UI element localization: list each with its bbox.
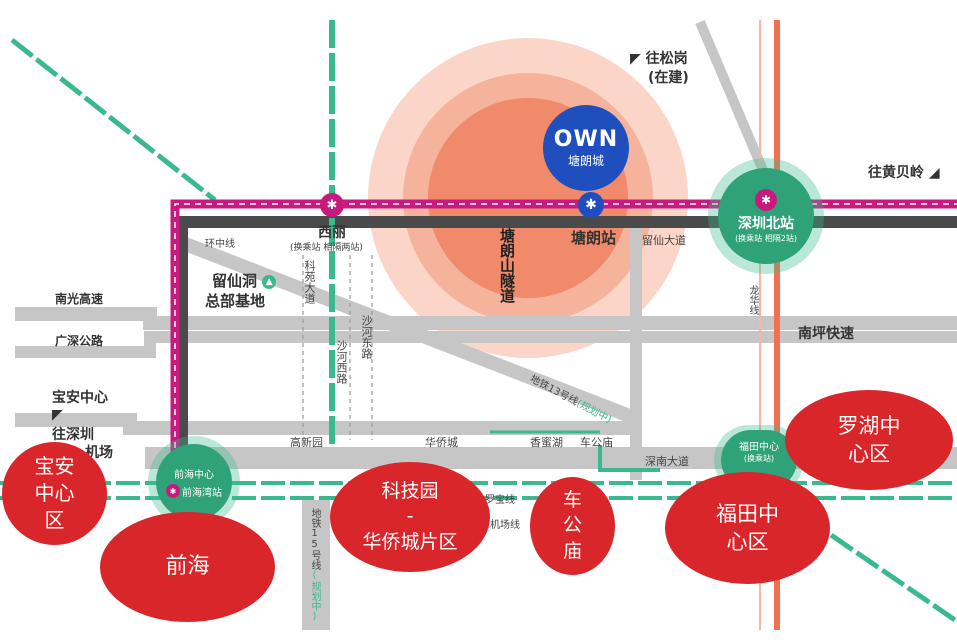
xili-metro-icon[interactable]: ✱ <box>320 193 344 217</box>
shahe-west-label: 沙河西路 <box>335 340 348 384</box>
district-qianhai[interactable]: 前海 <box>100 512 275 622</box>
district-futian[interactable]: 福田中心区 <box>665 472 830 584</box>
liuxiandong-label-2: 总部基地 <box>205 292 266 310</box>
district-baoan-line2: 中心 <box>34 481 75 505</box>
metro-logo-icon: ✱ <box>755 188 777 211</box>
liuxiandong-label: 留仙洞 ▲ <box>212 270 277 291</box>
district-qianhai-line1: 前海 <box>165 554 210 580</box>
project-logo[interactable]: OWN 塘朗城 <box>543 105 629 191</box>
huangbeiling-label: 往黄贝岭 <box>868 165 924 181</box>
xili-note: (换乘站 相隔两站) <box>290 243 363 253</box>
district-chegong[interactable]: 车公庙 <box>530 477 615 575</box>
guangshen-label: 广深公路 <box>55 334 104 348</box>
baoan-road <box>15 413 640 435</box>
shenzhen-north-label: 深圳北站 <box>738 215 794 232</box>
district-chegong-line3: 庙 <box>562 539 582 562</box>
shahe-east-label: 沙河东路 <box>360 315 373 359</box>
shenzhen-north-hub[interactable]: ✱ 深圳北站 (换乘站 相隔2站) <box>708 158 824 274</box>
district-baoan-line1: 宝安 <box>34 454 75 478</box>
district-futian-line1: 福田中 <box>716 501 779 526</box>
qianhai-hub[interactable]: 前海中心 ✱ 前海湾站 <box>148 436 240 528</box>
shenzhen-avenue-label: 深南大道 <box>645 455 689 468</box>
qianhai-center-label: 前海中心 <box>174 469 214 481</box>
songgang-direction: ◤ 往松岗 <box>630 48 688 68</box>
metro15-note: (规划中) <box>309 570 320 622</box>
metro-logo-icon: ✱ <box>166 484 180 498</box>
project-logo-text: OWN <box>553 127 619 152</box>
district-futian-line2: 心区 <box>726 530 769 554</box>
futian-center-label: 福田中心 <box>739 442 779 453</box>
nanguang-label: 南光高速 <box>55 292 104 306</box>
district-chegong-line1: 车 <box>562 488 582 511</box>
building-icon: ▲ <box>262 274 277 289</box>
airport-line-label: 机场线 <box>490 520 520 531</box>
nanping-road <box>15 331 957 358</box>
qianhaiwan-label: 前海湾站 <box>182 487 222 499</box>
xili-label: 西丽 <box>318 225 346 241</box>
songgang-label: 往松岗 <box>645 51 688 67</box>
tanglang-station-label: 塘朗站 <box>571 229 617 247</box>
district-keji[interactable]: 科技园 -华侨城片区 <box>330 462 490 572</box>
district-luohu-line1: 罗湖中 <box>837 413 901 438</box>
baoan-center-label: 宝安中心 <box>52 390 108 406</box>
huangbeiling-direction: 往黄贝岭 ◢ <box>868 162 940 182</box>
futian-note: (换乘站) <box>743 454 775 463</box>
district-keji-line3: 华侨城片区 <box>362 530 458 553</box>
songgang-road <box>695 20 770 177</box>
ring-road-dark <box>176 216 957 480</box>
direction-arrow-icon: ◤ <box>630 51 641 67</box>
ring-line-label: 环中线 <box>205 239 235 250</box>
district-keji-line1: 科技园 <box>381 479 439 502</box>
songgang-note: (在建) <box>648 70 689 86</box>
project-name: 塘朗城 <box>567 154 604 168</box>
airport-direction: ◤ <box>52 407 63 423</box>
shenzhen-north-note: (换乘站 相隔2站) <box>735 233 797 243</box>
liuxian-avenue-label: 留仙大道 <box>642 234 686 247</box>
metro15-label: 地铁15号线(规划中) <box>307 508 322 622</box>
keyuan-label: 科苑大道 <box>303 260 316 304</box>
diagonal-metro-line-west <box>10 38 217 202</box>
luobao-line-label: 罗宝线 <box>485 495 515 506</box>
district-keji-line2: - <box>406 505 414 528</box>
chegongmiao-label: 车公庙 <box>580 436 613 449</box>
nanguang-road <box>15 307 957 330</box>
longhua-line-label: 龙华线 <box>747 285 758 315</box>
tanglang-metro-icon[interactable]: ✱ <box>578 192 604 218</box>
gaoxinyuan-label: 高新园 <box>290 436 323 449</box>
metro15-name: 地铁15号线 <box>309 508 320 570</box>
liuxiandong-name: 留仙洞 <box>212 272 258 290</box>
direction-arrow-icon: ◢ <box>928 165 940 181</box>
metro15-corridor <box>302 500 330 630</box>
xiangmihu-label: 香蜜湖 <box>530 436 563 449</box>
futian-branch-line <box>598 445 660 472</box>
district-baoan-line3: 区 <box>44 508 65 532</box>
huaqiaocheng-label: 华侨城 <box>425 436 458 449</box>
district-luohu-line2: 心区 <box>848 442 890 466</box>
direction-arrow-icon: ◤ <box>52 407 63 423</box>
district-baoan[interactable]: 宝安中心区 <box>2 442 107 545</box>
district-luohu[interactable]: 罗湖中心区 <box>785 390 953 490</box>
ring-metro-line-dash <box>174 203 957 470</box>
district-chegong-line2: 公 <box>562 514 582 537</box>
tanglang-tunnel-label: 塘朗山隧道 <box>498 228 516 303</box>
airport-label: 往深圳 <box>52 427 94 443</box>
nanping-label: 南坪快速 <box>798 326 854 342</box>
